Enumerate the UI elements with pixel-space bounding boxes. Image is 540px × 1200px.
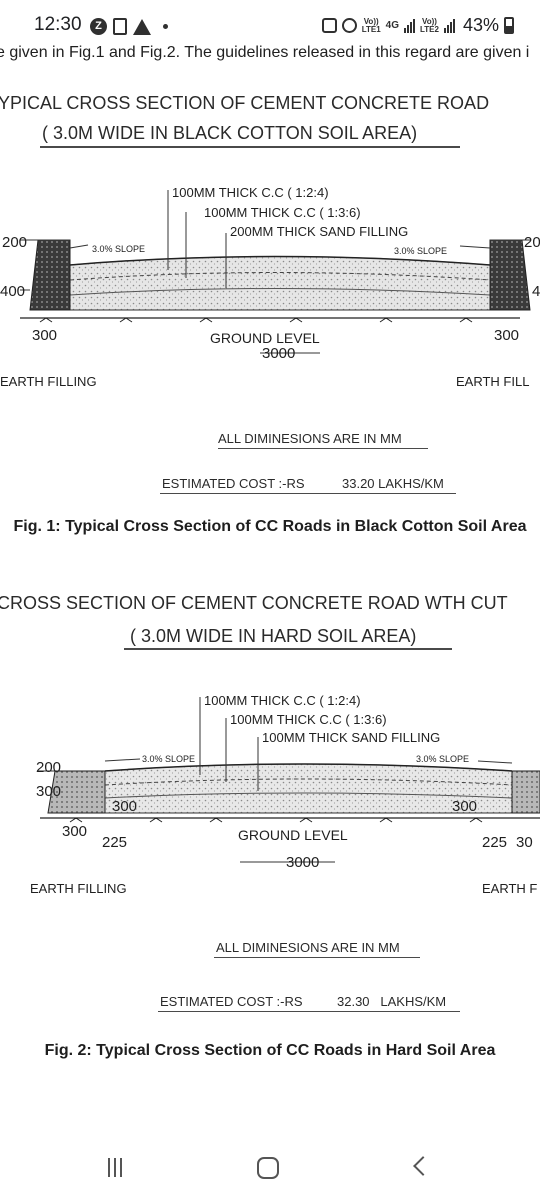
network-gen: 4G [385, 19, 399, 31]
status-right-icons: Vo)) LTE1 4G Vo)) LTE2 43% [321, 15, 514, 36]
battery-icon [504, 17, 514, 34]
fig1-dim-right-mid: 4 [532, 283, 540, 300]
navigation-bar [0, 1140, 540, 1200]
fig1-dim-right-bottom: 300 [494, 327, 519, 344]
fig2-ground-level: GROUND LEVEL [238, 827, 348, 843]
fig1-pavement [69, 255, 491, 311]
fig2-dim-left-225: 225 [102, 834, 127, 851]
fig2-slope-right: 3.0% SLOPE [416, 754, 469, 764]
document-icon [113, 18, 127, 35]
fig1-caption: Fig. 1: Typical Cross Section of CC Road… [13, 518, 527, 535]
fig1-layer3-label: 200MM THICK SAND FILLING [230, 224, 408, 239]
fig2-layer3-label: 100MM THICK SAND FILLING [262, 730, 440, 745]
fig1-leaders [20, 190, 530, 354]
fig2-caption: Fig. 2: Typical Cross Section of CC Road… [44, 1042, 496, 1059]
fig1-dim-right-top: 20 [524, 234, 540, 251]
fig1-earth-left: EARTH FILLING [0, 374, 97, 389]
fig1-title: YPICAL CROSS SECTION OF CEMENT CONCRETE … [0, 93, 490, 113]
recent-apps-icon[interactable] [108, 1158, 122, 1177]
fig2-shoulder-right [511, 770, 540, 814]
network-2: Vo)) LTE2 [420, 16, 439, 34]
fig2-cost-value: 32.30 LAKHS/KM [337, 994, 447, 1009]
fig2-shoulder-left [47, 770, 106, 814]
fig2-dims-note-rule [214, 957, 420, 958]
status-time: 12:30 [34, 14, 82, 35]
intro-text: e given in Fig.1 and Fig.2. The guidelin… [0, 44, 530, 61]
fig1-cross-section: 100MM THICK C.C ( 1:2:4) 100MM THICK C.C… [0, 185, 540, 389]
screenshot-icon [321, 18, 337, 33]
home-icon[interactable] [257, 1157, 279, 1179]
fig1-slope-left: 3.0% SLOPE [92, 244, 145, 254]
fig2-layer2-label: 100MM THICK C.C ( 1:3:6) [230, 712, 387, 727]
battery-percent: 43% [462, 15, 499, 35]
fig1-layer2-label: 100MM THICK C.C ( 1:3:6) [204, 205, 361, 220]
fig2-layer1-label: 100MM THICK C.C ( 1:2:4) [204, 693, 361, 708]
fig1-cost-rule [160, 493, 456, 494]
fig2-dim-left-top: 200 [36, 759, 61, 776]
signal-icon [404, 18, 415, 33]
fig1-subtitle: ( 3.0M WIDE IN BLACK COTTON SOIL AREA) [42, 123, 418, 143]
status-bar: 12:30 Z Vo)) LTE1 4G Vo)) LTE2 43% [0, 0, 540, 40]
signal-2-icon [443, 18, 455, 33]
fig2-dim-left-bottom: 300 [62, 823, 87, 840]
battery-fill [506, 26, 512, 32]
fig1-dims-note-rule [218, 448, 428, 449]
fig1-ground-level: GROUND LEVEL [210, 330, 320, 346]
fig2-dim-inner-right: 300 [452, 798, 477, 815]
fig1-shoulder-left [29, 239, 71, 311]
notification-z-icon: Z [90, 18, 107, 35]
fig1-dim-left-top: 200 [2, 234, 27, 251]
fig2-ground-line [40, 817, 540, 823]
fig2-dims-note: ALL DIMINESIONS ARE IN MM [216, 940, 400, 955]
fig2-title: CROSS SECTION OF CEMENT CONCRETE ROAD WT… [0, 593, 508, 613]
fig2-slope-left: 3.0% SLOPE [142, 754, 195, 764]
fig2-dim-left-mid: 300 [36, 783, 61, 800]
fig2-earth-left: EARTH FILLING [30, 881, 127, 896]
fig2-dim-right-bottom: 225 [482, 834, 507, 851]
fig2-pavement [104, 763, 513, 814]
fig1-subtitle-rule [40, 146, 460, 148]
fig2-subtitle-rule [124, 648, 452, 650]
warning-icon [133, 18, 151, 35]
fig2-cost-rule [158, 1011, 460, 1012]
fig2-subtitle: ( 3.0M WIDE IN HARD SOIL AREA) [130, 626, 417, 646]
fig1-cost-label: ESTIMATED COST :-RS [162, 476, 305, 491]
fig1-slope-right: 3.0% SLOPE [394, 246, 447, 256]
fig2-cost-label: ESTIMATED COST :-RS [160, 994, 303, 1009]
fig2-leaders [38, 697, 513, 863]
fig2-dim-right-edge: 30 [516, 834, 533, 851]
fig1-dims-note: ALL DIMINESIONS ARE IN MM [218, 431, 402, 446]
fig2-width-dim: 3000 [286, 854, 319, 871]
fig1-dim-left-mid: 400 [0, 283, 25, 300]
fig1-dim-left-bottom: 300 [32, 327, 57, 344]
alarm-icon [341, 18, 357, 33]
fig1-layer1-label: 100MM THICK C.C ( 1:2:4) [172, 185, 329, 200]
fig2-cross-section: 100MM THICK C.C ( 1:2:4) 100MM THICK C.C… [30, 693, 540, 896]
fig1-cost-value: 33.20 LAKHS/KM [342, 476, 444, 491]
fig1-ground-line [20, 317, 520, 323]
back-icon[interactable] [413, 1156, 433, 1176]
network-1: Vo)) LTE1 [361, 16, 381, 34]
fig1-width-dim: 3000 [262, 345, 295, 362]
fig2-earth-right: EARTH F [482, 881, 537, 896]
dot-icon [163, 24, 168, 29]
fig1-earth-right: EARTH FILL [456, 374, 529, 389]
status-left-icons: Z [90, 18, 168, 35]
fig2-dim-inner-left: 300 [112, 798, 137, 815]
